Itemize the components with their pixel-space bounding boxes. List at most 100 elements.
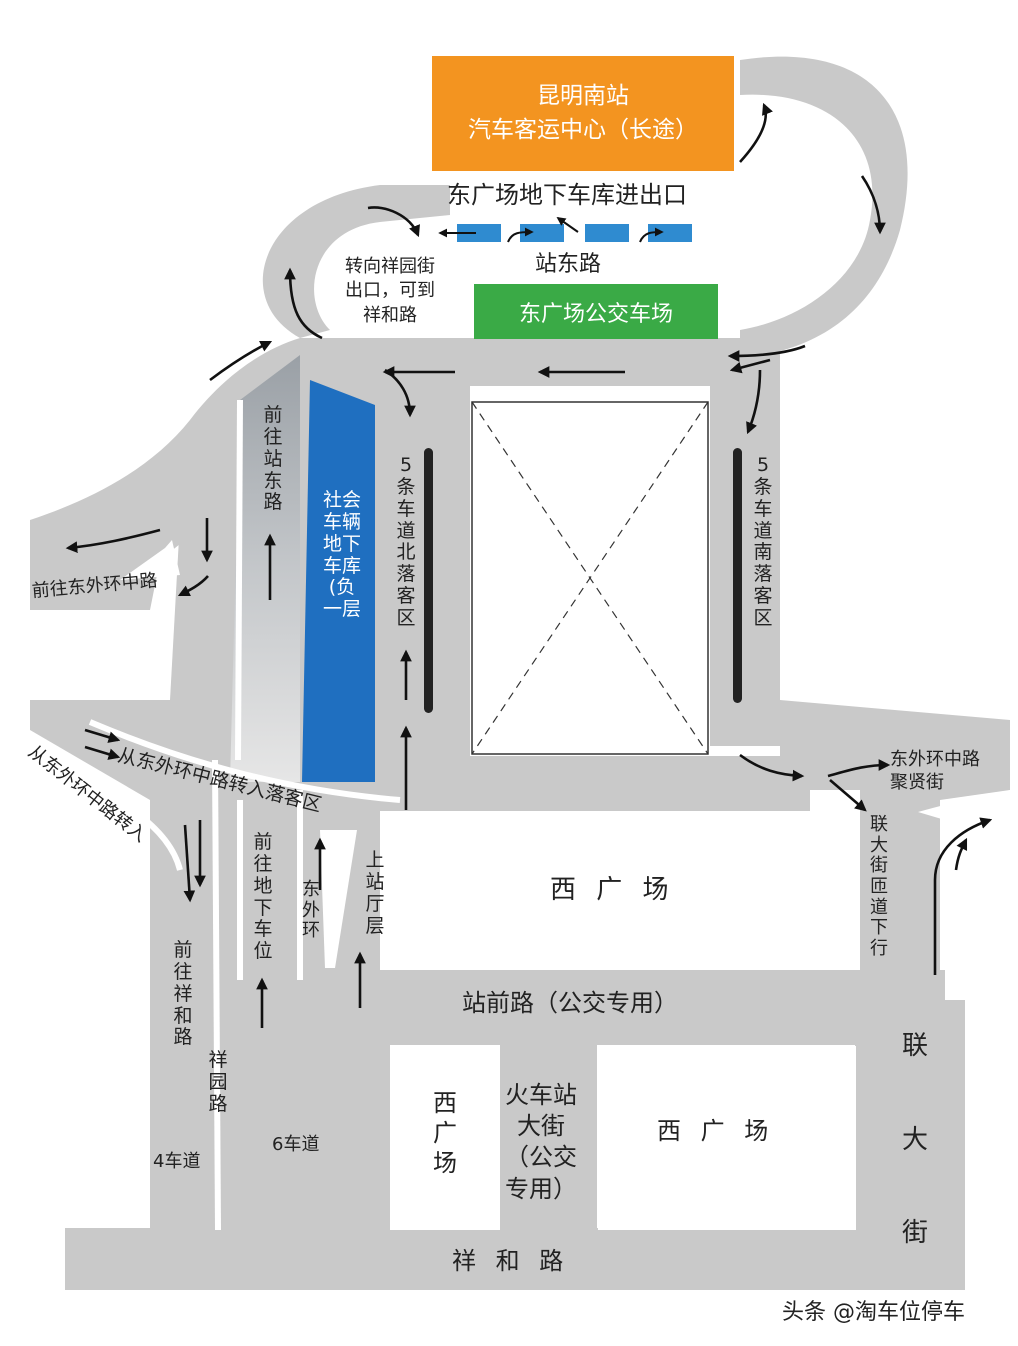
vertical-char: 环	[302, 920, 320, 942]
vertical-char: 客	[396, 585, 416, 608]
vertical-char: 上	[365, 849, 385, 871]
west-square-right-label: 西 广 场	[657, 1117, 775, 1145]
vertical-char: 车	[253, 918, 273, 941]
social-garage-area	[302, 380, 375, 782]
lanes-6-label: 6车道	[272, 1134, 320, 1155]
social-garage-label: 社会车辆地下车库(负一层	[322, 489, 362, 621]
vertical-char: 站	[365, 870, 385, 893]
station-title-box: 昆明南站 汽车客运中心（长途）	[432, 56, 734, 171]
garage-entrance-label: 东广场地下车库进出口	[447, 181, 687, 209]
vertical-char: 大	[870, 834, 888, 856]
vertical-char: 层	[365, 914, 385, 937]
vertical-char: 车	[753, 497, 773, 520]
xianghe-road-label: 祥 和 路	[452, 1247, 570, 1275]
turn-note-line: 祥和路	[363, 304, 417, 326]
vertical-char: 道	[396, 519, 416, 542]
vertical-char: 下	[870, 917, 888, 939]
vertical-char: 区	[396, 606, 416, 629]
juxian-label: 东外环中路 聚贤街	[890, 748, 980, 795]
vertical-char: 条	[753, 475, 773, 498]
vertical-char: 路	[173, 1026, 193, 1049]
vertical-char: 祥	[208, 1049, 228, 1071]
vertical-char: 5	[756, 454, 770, 476]
vertical-char: 地下	[322, 532, 361, 555]
east-bus-yard-box: 东广场公交车场	[474, 284, 718, 339]
vertical-char: 厅	[365, 892, 385, 915]
zhandong-road-label: 站东路	[535, 252, 602, 277]
xiangyuan-road-label: 祥园路	[207, 1049, 229, 1116]
vertical-char: 道	[870, 896, 888, 918]
vertical-char: 外	[302, 899, 320, 921]
vertical-char: 联	[870, 814, 888, 835]
vertical-char: 街	[870, 855, 888, 877]
vertical-char: 和	[173, 1004, 193, 1027]
zhanqian-road-label: 站前路（公交专用）	[462, 989, 678, 1017]
to-xianghe-label: 前往祥和路	[172, 939, 194, 1049]
vertical-char: 东	[302, 879, 320, 900]
vertical-char: 落	[753, 563, 773, 586]
vertical-char: 行	[870, 938, 888, 960]
vertical-char: 地	[253, 874, 273, 897]
vertical-char: 联	[901, 1031, 928, 1061]
turn-note: 转向祥园街 出口，可到 祥和路	[345, 255, 435, 328]
road-network	[30, 56, 1010, 1290]
vertical-char: 前	[253, 831, 273, 853]
vertical-char: 车库	[322, 554, 361, 577]
station-name: 昆明南站	[537, 83, 629, 110]
vertical-char: 东	[263, 469, 283, 492]
turn-note-line: 转向祥园街	[345, 256, 435, 277]
watermark: 头条 @淘车位停车	[782, 1300, 965, 1325]
vertical-char: 落	[396, 563, 416, 586]
vertical-char: 场	[433, 1149, 457, 1177]
vertical-char: 区	[753, 606, 773, 629]
station-street-line: （公交	[505, 1143, 577, 1172]
west-square-upper	[405, 812, 860, 968]
turn-note-line: 出口，可到	[345, 280, 435, 302]
east-ring-short-label: 东外环	[300, 879, 322, 942]
west-square-left-label: 西广场	[430, 1088, 460, 1178]
vertical-char: 街	[901, 1218, 928, 1249]
vertical-char: 客	[753, 585, 773, 608]
vertical-char: 西	[433, 1089, 457, 1117]
upper-hall-label: 上站厅层	[364, 849, 386, 937]
vertical-char: 前	[173, 939, 193, 961]
vertical-char: 广	[433, 1119, 457, 1147]
vertical-char: (负一层	[322, 576, 361, 621]
vertical-char: 匝	[870, 876, 888, 898]
vertical-char: 往	[173, 960, 193, 983]
vertical-char: 往	[253, 852, 273, 875]
west-square-upper-label: 西 广 场	[550, 875, 675, 905]
station-street-line: 大街	[517, 1112, 565, 1141]
vertical-char: 车辆	[322, 510, 361, 533]
juxian-line: 聚贤街	[890, 772, 944, 794]
vertical-char: 南	[753, 541, 773, 564]
station-street-line: 专用）	[505, 1174, 577, 1203]
vertical-char: 北	[396, 541, 416, 564]
to-zhandong-road-label: 前往站东路	[262, 404, 284, 514]
east-bus-yard-label: 东广场公交车场	[518, 301, 673, 327]
lanes-4-label: 4车道	[153, 1151, 201, 1172]
juxian-line: 东外环中路	[890, 749, 980, 770]
station-street-line: 火车站	[505, 1081, 577, 1109]
vertical-char: 往	[263, 425, 283, 448]
ramp-down-label: 联大街匝道下行	[868, 814, 890, 960]
west-square-right	[598, 1046, 856, 1230]
vertical-char: 大	[901, 1124, 928, 1155]
vertical-char: 条	[396, 475, 416, 498]
vertical-char: 路	[208, 1092, 228, 1115]
vertical-char: 站	[263, 447, 283, 470]
lianda-street-label: 联大街	[900, 1000, 930, 1281]
vertical-char: 园	[208, 1070, 228, 1093]
vertical-char: 车	[396, 497, 416, 520]
vertical-char: 道	[753, 519, 773, 542]
vertical-char: 社会	[322, 489, 361, 511]
vertical-char: 下	[253, 896, 273, 919]
station-street-label: 火车站 大街 （公交 专用）	[505, 1080, 577, 1205]
vertical-char: 前	[263, 404, 283, 426]
vertical-char: 位	[253, 940, 273, 963]
vertical-char: 祥	[173, 982, 193, 1005]
vertical-char: 5	[399, 454, 413, 476]
